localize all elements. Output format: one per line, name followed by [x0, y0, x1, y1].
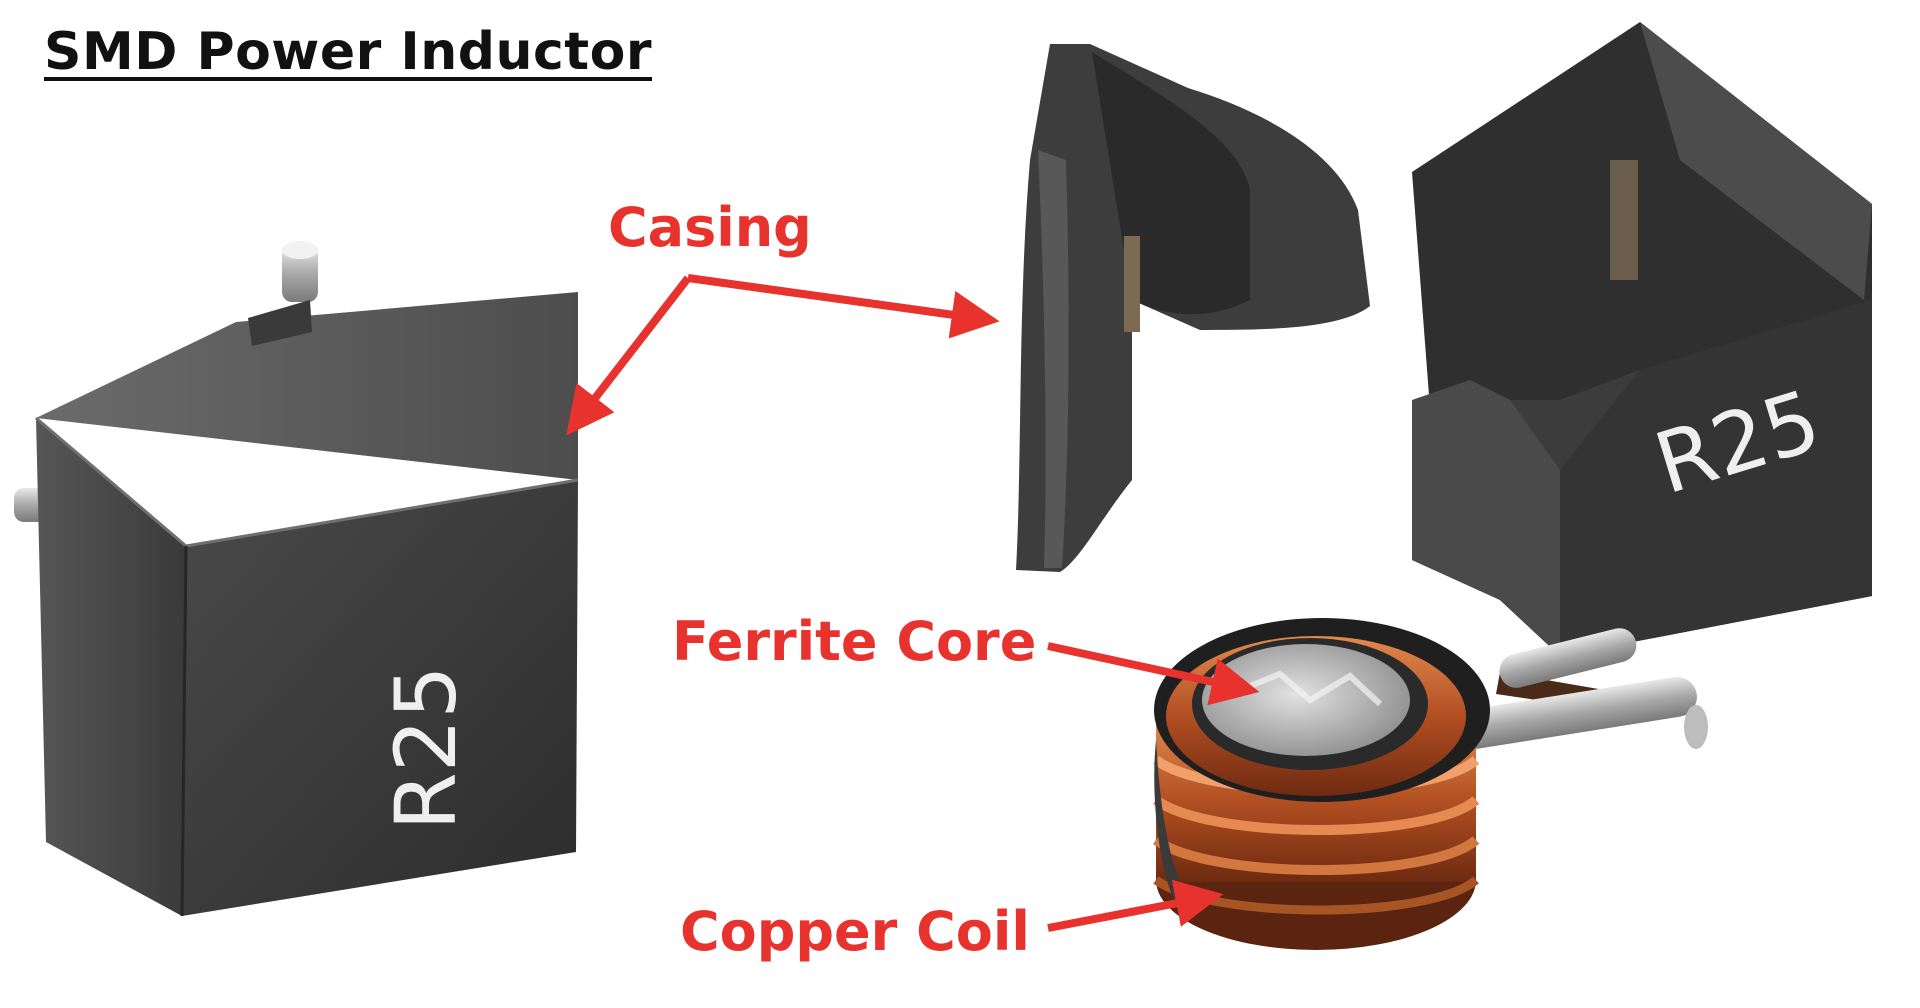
copper-coil-arrow: [1047, 879, 1224, 932]
casing-half-right: R25: [1412, 22, 1872, 656]
casing-arrow-right: [687, 274, 1000, 339]
page-title: SMD Power Inductor: [44, 22, 653, 82]
ferrite-core-arrow: [1047, 642, 1260, 706]
annotation-arrows: [566, 274, 1260, 932]
casing-half-left: [1016, 44, 1370, 572]
casing-arrow-left: [566, 275, 692, 436]
ferrite-core-label: Ferrite Core: [672, 610, 1037, 673]
casing-label: Casing: [608, 196, 812, 259]
intact-inductor: R25: [14, 241, 579, 917]
copper-coil-label: Copper Coil: [680, 900, 1030, 963]
coil-assembly: [1153, 618, 1708, 950]
component-marking-front: R25: [377, 665, 475, 830]
